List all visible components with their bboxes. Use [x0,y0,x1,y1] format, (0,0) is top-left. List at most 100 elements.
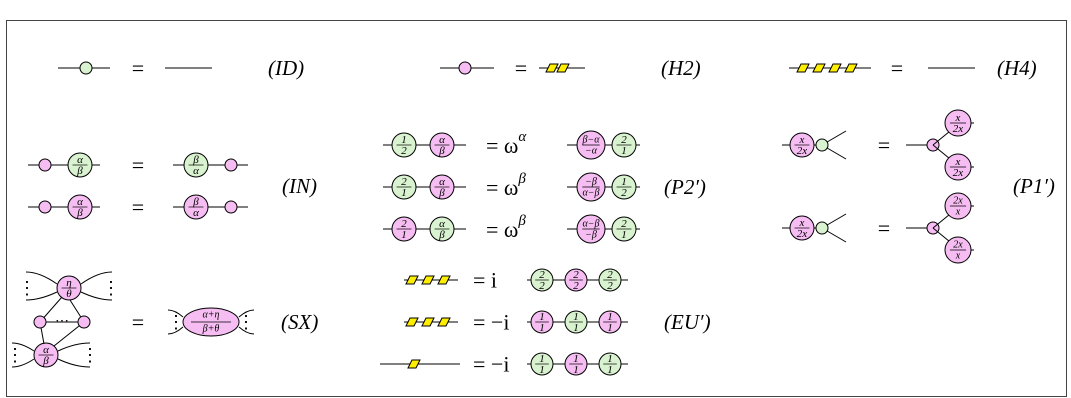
sx-top-leg-ur [80,271,113,285]
phase-denominator: 1 [607,364,613,376]
p2-row-1-spider-a: 12 [391,132,417,158]
phase-numerator: α [439,218,445,230]
phase-denominator: 2 [621,187,627,199]
label-p1: (P1′) [1013,174,1055,198]
h2-hbox-1 [545,63,559,73]
in-row-2-pink-dot-right [224,200,238,214]
phase-denominator: 2 [607,280,613,292]
p1-row-2-green-dot [815,221,829,235]
p2-row-3-spider-d: 21 [611,216,637,242]
phase-numerator: −β [585,177,597,188]
phase-denominator: x [955,207,961,218]
p1-row-2-spider-top: 2xx [944,192,972,220]
h4-hbox-3 [828,63,842,73]
phase-denominator: β [438,145,445,157]
h4-hbox-2 [812,63,826,73]
sx-res-leg-lr [238,326,255,335]
phase-numerator: β [192,154,199,166]
phase-denominator: 1 [573,322,579,334]
eu-row-2-spider-2: 11 [564,310,588,334]
sx-res-leg-ul [167,309,184,318]
equals-sign: = [515,56,527,81]
phase-denominator: α [193,165,199,177]
phase-denominator: 1 [401,187,407,199]
eu-row-2-coefficient: = −i [473,310,509,335]
phase-numerator: 2 [621,218,627,230]
p1-row-1-spider-left: x2x [789,132,815,158]
eu-row-3-coefficient: = −i [473,352,509,377]
phase-numerator: 1 [607,353,613,365]
phase-denominator: β [76,207,83,219]
label-in: (IN) [282,174,317,198]
phase-denominator: 1 [573,364,579,376]
phase-numerator: α [77,154,83,166]
p2-row-2-spider-a: 21 [391,174,417,200]
phase-denominator: −β [585,230,597,241]
eu-row-3-spider-1: 11 [530,352,554,376]
phase-denominator: 1 [607,322,613,334]
phase-denominator: 1 [621,229,627,241]
phase-numerator: α [43,344,49,356]
h2-hbox-2 [556,63,570,73]
sx-bot-leg-lr [57,358,91,368]
phase-denominator: x [955,251,961,262]
eu-row-2-hbox-3 [437,317,451,327]
p2-row-2-coefficient: = ωβ [486,171,526,200]
eu-row-1-spider-1: 22 [530,268,554,292]
p1-row-2-spider-left: x2x [789,215,815,241]
eu-row-1-hbox-3 [437,275,451,285]
in-row-2-pink-dot [38,200,52,214]
sx-top-leg-ul [25,271,58,285]
sx-dots-br: ⋮ [81,345,99,365]
sx-middle-dot-right [77,315,91,329]
sx-bot-leg-ul [11,342,35,352]
in-row-1-spider-left: αβ [67,152,93,178]
in-row-1-spider-right: βα [183,152,209,178]
p1-row-2-spider-bottom: 2xx [944,236,972,264]
phase-denominator: 1 [539,322,545,334]
phase-numerator: α [77,196,83,208]
sx-result-denominator: β+θ [202,324,220,335]
phase-denominator: β [438,229,445,241]
phase-denominator: β [76,165,83,177]
equals-sign: = [132,153,144,178]
phase-denominator: β [42,355,49,367]
phase-denominator: 1 [621,145,627,157]
phase-numerator: 1 [401,134,407,146]
in-row-2-spider-left: αβ [67,194,93,220]
p2-row-1-spider-c: β−α−α [576,130,606,160]
h4-hbox-1 [796,63,810,73]
label-sx: (SX) [281,310,318,334]
phase-numerator: 2 [573,269,579,281]
p2-row-2-spider-d: 12 [611,174,637,200]
equals-sign: = [132,310,144,335]
phase-numerator: 2 [539,269,545,281]
phase-denominator: 2 [573,280,579,292]
phase-denominator: 2 [401,145,407,157]
phase-numerator: x [955,112,961,124]
phase-numerator: 1 [621,176,627,188]
sx-top-leg-lr [80,291,113,301]
phase-numerator: 1 [539,353,545,365]
p2-row-1-spider-b: αβ [429,132,455,158]
phase-numerator: 2 [401,176,407,188]
eu-row-1-spider-3: 22 [598,268,622,292]
phase-numerator: x [955,156,961,168]
phase-denominator: 2x [797,145,808,157]
label-eu: (EU′) [664,310,711,334]
p2-row-3-spider-b: αβ [429,216,455,242]
label-h2: (H2) [661,56,701,80]
phase-numerator: 2 [401,218,407,230]
phase-numerator: 1 [607,311,613,323]
phase-denominator: β [438,187,445,199]
phase-denominator: α [193,207,199,219]
sx-res-dots-l: ⋮ [167,312,185,332]
phase-numerator: β [192,196,199,208]
eu-row-2-spider-1: 11 [530,310,554,334]
p2-row-1-coefficient: = ωα [486,129,527,158]
p1-row-1-spider-bottom: x2x [944,153,972,181]
h2-pink-dot [458,61,472,75]
phase-numerator: x [799,134,805,146]
phase-denominator: 2x [797,228,808,240]
sx-res-leg-ll [167,326,184,335]
